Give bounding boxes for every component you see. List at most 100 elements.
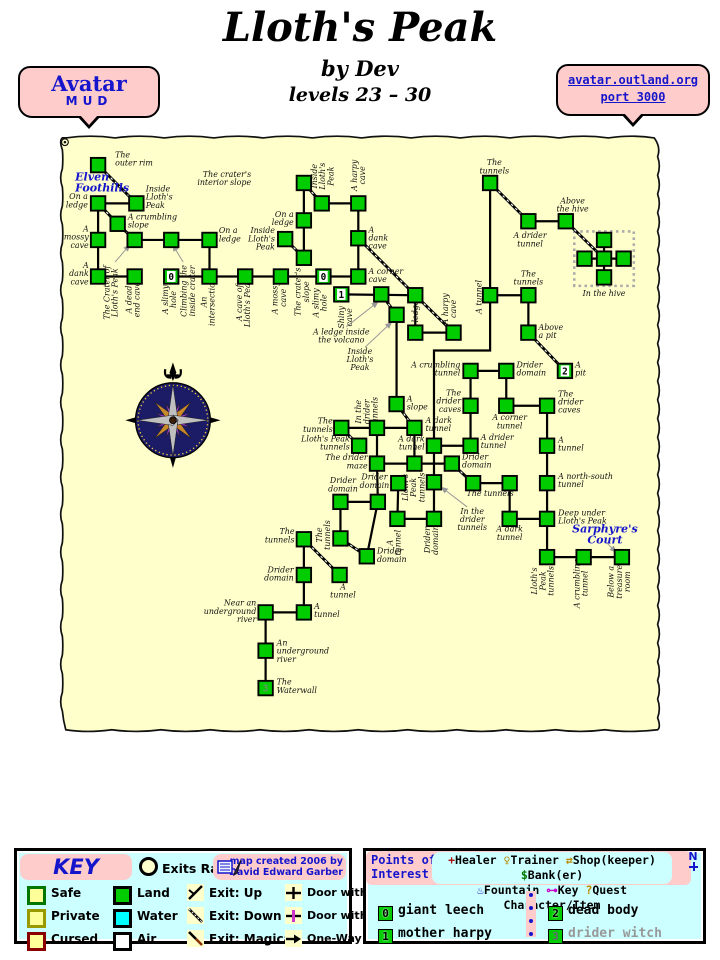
door-no-lock-icon xyxy=(285,884,302,901)
level-range: levels 23 – 30 xyxy=(288,84,432,106)
room-label: tunnel xyxy=(581,570,590,596)
room xyxy=(538,474,556,492)
room-label: intersection xyxy=(207,278,216,326)
room xyxy=(407,287,424,304)
room-label: An xyxy=(199,297,208,309)
key-label: Cursed xyxy=(51,932,99,946)
room-label: treasure xyxy=(615,565,624,599)
room xyxy=(295,566,313,584)
room xyxy=(89,268,107,285)
room-label: The crater's xyxy=(294,268,303,316)
quest-character-item-icon: ? xyxy=(585,883,593,897)
trainer-icon: ♀ xyxy=(503,853,511,867)
room-label: In the hive xyxy=(582,289,626,298)
room-label: cave xyxy=(345,308,354,327)
room xyxy=(406,455,423,472)
room xyxy=(481,174,499,192)
room xyxy=(257,604,274,621)
server-host: avatar.outland.org xyxy=(567,73,699,87)
room-label: Lloth's xyxy=(530,567,539,595)
room xyxy=(464,474,482,492)
room xyxy=(615,250,632,267)
room-label: Peak xyxy=(538,571,547,591)
room-label: Lloth's Peak xyxy=(110,268,119,318)
exit-icon-down xyxy=(187,907,204,924)
map-author: by Dev xyxy=(321,56,399,81)
room xyxy=(126,231,143,249)
scroll-and-quill-icon xyxy=(217,859,242,877)
room xyxy=(331,566,348,584)
room-label: A cave of xyxy=(235,282,244,322)
room-label: Drider xyxy=(423,526,432,554)
key-swatch-land xyxy=(113,886,132,905)
room-label: hole xyxy=(320,294,329,311)
map-key-legend: KEY Exits Randomized map created 2006 by… xyxy=(14,848,420,951)
room xyxy=(89,231,107,249)
room xyxy=(295,212,313,229)
room xyxy=(425,474,443,491)
room-label: A slimy xyxy=(161,284,170,315)
door-lock-icon xyxy=(285,907,302,924)
room xyxy=(350,230,367,247)
server-address-badge: avatar.outland.org port 3000 xyxy=(556,64,710,127)
room xyxy=(373,286,390,303)
poi-marker-0: 0 xyxy=(378,906,393,921)
room-label: room xyxy=(623,571,632,592)
room xyxy=(538,437,556,454)
poi-divider xyxy=(526,891,536,937)
room xyxy=(332,493,349,511)
key-title: KEY xyxy=(20,854,132,880)
room xyxy=(272,268,290,285)
room xyxy=(538,510,556,528)
poi-icon-legend-item: $Bank(er) xyxy=(520,868,584,882)
room xyxy=(163,231,180,249)
room xyxy=(425,510,443,528)
room xyxy=(501,510,518,528)
room-label: Inside xyxy=(310,164,319,190)
room xyxy=(295,604,313,621)
room xyxy=(257,679,274,697)
room xyxy=(277,230,294,248)
room xyxy=(538,397,556,414)
room xyxy=(498,362,515,380)
key-label: Private xyxy=(51,909,100,923)
room xyxy=(89,156,107,174)
poi-marker-0: 0 xyxy=(168,272,174,283)
room xyxy=(595,269,613,286)
shop-keeper--icon: ⇄ xyxy=(565,853,573,867)
room xyxy=(407,324,424,341)
room xyxy=(333,419,350,437)
poi-marker-3: 3 xyxy=(548,929,563,944)
poi-marker-2: 2 xyxy=(548,906,563,921)
room-label: tunnel xyxy=(394,529,403,555)
room xyxy=(257,642,274,659)
room xyxy=(595,250,613,267)
server-port: port 3000 xyxy=(600,90,666,104)
poi-marker-0: 0 xyxy=(321,272,327,283)
